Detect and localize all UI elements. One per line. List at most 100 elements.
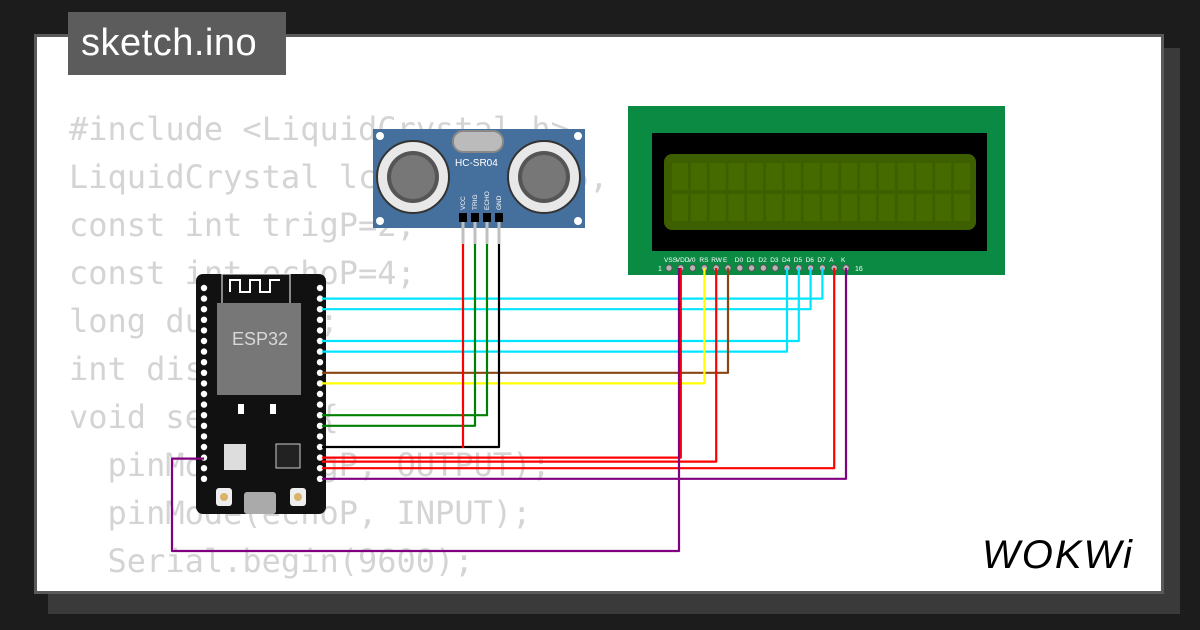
lcd-pin-label: VDD — [676, 257, 690, 264]
esp32-led — [238, 404, 244, 414]
lcd-pin-label: V0 — [688, 257, 696, 264]
lcd-pin-label: RS — [699, 257, 709, 264]
lcd-pin — [688, 264, 697, 272]
esp32-left-pin — [200, 316, 208, 323]
lcd-char-cell — [672, 163, 688, 190]
sensor-pin-label: TRIG — [472, 194, 479, 210]
sensor-pin — [483, 213, 491, 222]
sensor-mount-hole — [376, 132, 384, 140]
esp32-left-pin — [200, 422, 208, 429]
lcd-char-cell — [822, 163, 839, 190]
lcd-char-cell — [841, 194, 858, 221]
sensor-pin-label: GND — [496, 195, 503, 210]
esp32-led — [270, 404, 276, 414]
lcd-pin-label: D6 — [806, 257, 815, 264]
lcd-pin-label: A — [829, 257, 834, 264]
esp32-right-pin — [316, 390, 324, 398]
esp32-right-pin — [316, 284, 324, 292]
lcd-char-cell — [709, 194, 726, 221]
lcd-char-cell — [878, 163, 895, 190]
lcd-char-cell — [747, 194, 764, 221]
lcd-pin-label: D5 — [794, 257, 803, 264]
left-transducer — [376, 140, 450, 214]
sensor-mount-hole — [574, 132, 582, 140]
sensor-crystal — [452, 130, 504, 153]
lcd-pin — [747, 264, 756, 272]
esp32-left-pin — [200, 380, 208, 387]
lcd-char-cell — [860, 163, 876, 190]
lcd-char-cell — [690, 163, 707, 190]
lcd-char-cell — [954, 194, 970, 221]
esp32-right-pin — [316, 337, 324, 345]
wire — [322, 268, 718, 463]
lcd-char-cell — [897, 194, 914, 221]
wire — [322, 268, 682, 459]
esp32-right-pin — [316, 306, 324, 313]
esp32-antenna — [221, 273, 291, 305]
lcd-pin-label: VSS — [664, 257, 678, 264]
esp32-right-pin — [316, 316, 324, 323]
wire — [322, 244, 489, 417]
lcd-pin — [759, 264, 768, 272]
lcd-char-cell — [672, 194, 688, 221]
esp32-devkit[interactable]: ESP32 — [196, 273, 326, 514]
lcd-pin-label: E — [723, 257, 728, 264]
esp32-right-pin — [316, 412, 324, 419]
boot-button-cap — [220, 493, 228, 501]
esp32-pin-headers — [200, 284, 324, 482]
lcd-char-cell — [916, 194, 933, 221]
code-line: Serial.begin(9600); — [69, 542, 474, 580]
lcd-pin-label: RW — [711, 257, 723, 264]
lcd-char-cell — [878, 194, 895, 221]
lcd-char-cell — [935, 194, 952, 221]
esp32-right-pin — [316, 443, 324, 451]
lcd-pin-label: D2 — [758, 257, 767, 264]
lcd-char-cell — [728, 194, 745, 221]
lcd-char-cell — [728, 163, 745, 190]
lcd-char-cell — [935, 163, 952, 190]
lcd-first-pin-number: 1 — [658, 266, 662, 273]
lcd-char-cell — [916, 163, 933, 190]
lcd-pin-label: D4 — [782, 257, 791, 264]
lcd-char-cell — [803, 163, 820, 190]
sensor-mount-hole — [376, 217, 384, 225]
lcd-char-cell — [784, 194, 801, 221]
usb-port — [244, 492, 276, 514]
lcd-pin — [665, 264, 673, 272]
wire — [322, 268, 730, 374]
esp32-right-pin — [316, 465, 324, 472]
esp32-right-pin — [316, 369, 324, 376]
esp32-right-pin — [316, 348, 324, 355]
sensor-pin-label: ECHO — [484, 191, 491, 210]
usb-uart-chip — [275, 443, 301, 469]
esp32-left-pin — [200, 306, 208, 313]
wokwi-logo: WOKWi — [982, 533, 1134, 577]
filename-tab[interactable]: sketch.ino — [68, 12, 286, 75]
lcd-char-cell — [690, 194, 707, 221]
esp32-left-pin — [200, 412, 208, 419]
esp32-left-pin — [200, 348, 208, 355]
wire — [322, 244, 477, 427]
wire — [322, 268, 706, 385]
wire — [322, 268, 848, 480]
lcd-char-cell — [841, 163, 858, 190]
esp32-label: ESP32 — [232, 329, 288, 349]
right-transducer — [507, 140, 581, 214]
lcd-last-pin-number: 16 — [855, 266, 863, 273]
lcd-char-cell — [747, 163, 764, 190]
lcd-char-cell — [766, 194, 782, 221]
wire — [322, 268, 836, 470]
lcd-char-cell — [897, 163, 914, 190]
esp32-left-pin — [200, 369, 208, 376]
esp32-right-pin — [316, 401, 324, 408]
lcd-char-cell — [709, 163, 726, 190]
code-line: lcd.begin(16,2); — [69, 585, 801, 591]
wire — [322, 268, 812, 311]
wokwi-logo-text: WOKWi — [982, 533, 1134, 577]
esp32-right-pin — [316, 295, 324, 302]
